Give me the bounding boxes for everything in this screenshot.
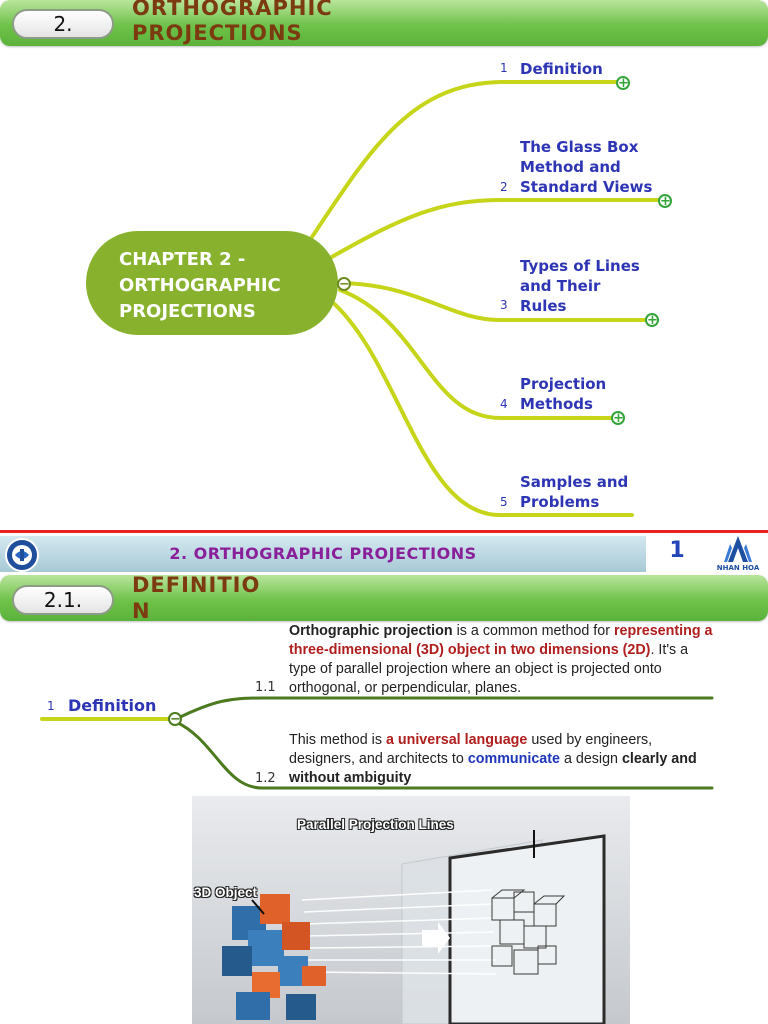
branch-2-line — [328, 198, 662, 260]
slide2-section-number: 2.1. — [12, 585, 114, 615]
slide2-mindmap-connectors — [40, 696, 714, 790]
branch-3-number: 3 — [500, 298, 508, 312]
slide2-section-title: DEFINITIO N — [132, 572, 260, 624]
branch-3-label[interactable]: Types of Lines and Their Rules — [520, 256, 640, 316]
sub-1-segment: Orthographic projection — [289, 623, 453, 639]
collapse-definition-toggle[interactable]: − — [168, 712, 182, 727]
slide1-section-title: ORTHOGRAPHIC PROJECTIONS — [132, 0, 333, 46]
sub-2-segment: communicate — [467, 751, 560, 767]
branch-2-line-text-3: Standard Views — [520, 178, 653, 196]
branch-3-line-text-3: Rules — [520, 297, 567, 315]
branch-4-line-text-2: Methods — [520, 395, 593, 413]
slide2-title-line2: N — [132, 599, 151, 623]
parallel-projection-illustration: Parallel Projection Lines 3D Object — [192, 796, 630, 1024]
slide1-footer-bar — [0, 536, 646, 572]
branch-2-line-text-2: Method and — [520, 158, 621, 176]
branch-1-line — [308, 80, 620, 242]
expand-branch-3-toggle[interactable]: + — [645, 313, 659, 328]
sub-2-segment: a design — [559, 751, 622, 767]
branch-5-label[interactable]: Samples and Problems — [520, 472, 628, 512]
branch-2-number: 2 — [500, 180, 508, 194]
branch-5-line-text-2: Problems — [520, 493, 600, 511]
branch-5-number: 5 — [500, 495, 508, 509]
slide2-title-line1: DEFINITIO — [132, 573, 261, 597]
sub-1-1-text: Orthographic projection is a common meth… — [289, 622, 717, 698]
expand-branch-1-toggle[interactable]: + — [616, 76, 630, 91]
sub-2-segment: This method is — [289, 732, 386, 748]
central-topic-line1: CHAPTER 2 - — [119, 249, 246, 270]
nhan-hoa-logo-icon — [724, 536, 752, 562]
branch-3-line — [340, 281, 650, 322]
branch-4-line-text-1: Projection — [520, 375, 607, 393]
branch-3-line-text-1: Types of Lines — [520, 257, 640, 275]
slide2-root-label[interactable]: Definition — [68, 696, 157, 715]
branch-1-line-text: Definition — [520, 60, 603, 78]
sub-1-segment: . It's a type of parallel projection whe… — [289, 642, 689, 696]
slide1-header-bar — [0, 0, 768, 46]
branch-1-label[interactable]: Definition — [520, 59, 603, 79]
slide1-mindmap-connectors — [308, 80, 662, 517]
expand-branch-4-toggle[interactable]: + — [611, 411, 625, 426]
sub-2-segment: clearly and without ambiguity — [289, 751, 697, 786]
slide2-root-number: 1 — [47, 699, 55, 713]
branch-5-line-text-1: Samples and — [520, 473, 629, 491]
slide1-footer-title: 2. ORTHOGRAPHIC PROJECTIONS — [169, 544, 477, 563]
central-topic-line2: ORTHOGRAPHIC — [119, 275, 281, 296]
university-logo-icon — [5, 538, 39, 572]
branch-2-line-text-1: The Glass Box — [520, 138, 639, 156]
sub-2-segment: used by engineers, designers, and archit… — [289, 732, 653, 767]
branch-1-number: 1 — [500, 61, 508, 75]
slide1-title-line2: PROJECTIONS — [132, 21, 303, 45]
sub-1-2-number: 1.2 — [255, 771, 276, 786]
sub-1-segment: representing a three-dimensional (3D) ob… — [289, 623, 713, 658]
sub-2-segment: a universal language — [385, 732, 528, 748]
branch-3-line-text-2: and Their — [520, 277, 601, 295]
slide1-page-number: 1 — [669, 538, 685, 563]
label-parallel-projection-lines: Parallel Projection Lines — [297, 817, 454, 832]
slide2-header-bar — [0, 575, 768, 621]
sub-1-2-line — [174, 720, 714, 790]
nhan-hoa-logo: NHAN HOA — [712, 534, 764, 578]
slide-divider-line — [0, 530, 768, 533]
sub-1-segment: is a common method for — [452, 623, 614, 639]
nhan-hoa-logo-text: NHAN HOA — [716, 564, 760, 572]
collapse-central-toggle[interactable]: − — [337, 277, 351, 292]
slide1-title-line1: ORTHOGRAPHIC — [132, 0, 333, 20]
expand-branch-2-toggle[interactable]: + — [658, 194, 672, 209]
branch-5-line — [328, 298, 634, 517]
sub-1-2-text: This method is a universal language used… — [289, 731, 717, 788]
branch-4-number: 4 — [500, 397, 508, 411]
branch-2-label[interactable]: The Glass Box Method and Standard Views — [520, 137, 652, 197]
central-topic[interactable]: CHAPTER 2 - ORTHOGRAPHIC PROJECTIONS — [86, 231, 338, 335]
branch-4-line — [338, 288, 616, 420]
slide1-section-number: 2. — [12, 9, 114, 39]
sub-1-1-number: 1.1 — [255, 680, 276, 695]
central-topic-line3: PROJECTIONS — [119, 301, 256, 322]
label-3d-object: 3D Object — [194, 885, 258, 900]
sub-1-1-line — [174, 696, 714, 721]
branch-4-label[interactable]: Projection Methods — [520, 374, 606, 414]
projection-diagram-graphic — [222, 830, 606, 1024]
